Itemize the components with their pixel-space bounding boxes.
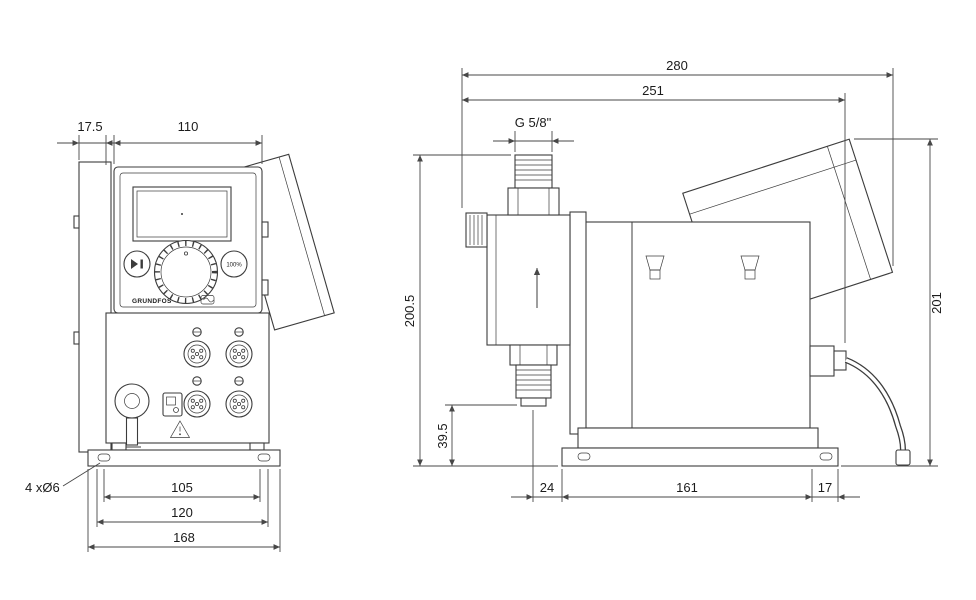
cable-plug bbox=[895, 449, 911, 466]
start-stop-button bbox=[123, 250, 151, 278]
mounting-hole bbox=[257, 453, 271, 462]
display bbox=[132, 186, 232, 242]
front-view: 100% GRUNDFOS bbox=[25, 119, 335, 552]
signal-connector bbox=[183, 340, 211, 368]
click-wheel bbox=[153, 239, 219, 305]
dosing-head bbox=[465, 211, 587, 435]
screw-icon bbox=[192, 327, 202, 337]
clamp-latch bbox=[740, 255, 760, 280]
dim-base-height-label: 39.5 bbox=[435, 423, 450, 448]
dim-base-rear-label: 17 bbox=[818, 480, 832, 495]
dim-base-inner-label: 105 bbox=[171, 480, 193, 495]
dim-panel-offset-label: 17.5 bbox=[77, 119, 102, 134]
side-dimensions: 280 251 G 5/8" 200.5 39.5 bbox=[402, 58, 944, 502]
control-panel: 100% GRUNDFOS bbox=[113, 166, 269, 314]
screw-icon bbox=[192, 376, 202, 386]
wall-bracket bbox=[73, 161, 112, 453]
pump-body-front bbox=[105, 312, 270, 448]
capacity-button-label: 100% bbox=[226, 263, 242, 269]
mounting-hole bbox=[97, 453, 111, 462]
screw-icon bbox=[234, 327, 244, 337]
signal-connector bbox=[183, 390, 211, 418]
side-view: 280 251 G 5/8" 200.5 39.5 bbox=[402, 58, 944, 502]
signal-connector bbox=[225, 390, 253, 418]
dim-top-width-label: 110 bbox=[178, 119, 199, 134]
dim-thread-label: G 5/8" bbox=[515, 115, 552, 130]
clamp-latch bbox=[645, 255, 665, 280]
drain-valve bbox=[114, 383, 150, 448]
id-module bbox=[162, 392, 183, 417]
front-dimensions: 17.5 110 105 120 168 4 xØ6 bbox=[25, 119, 281, 552]
brand-text: GRUNDFOS bbox=[132, 298, 172, 305]
dim-base-mid-label: 120 bbox=[171, 505, 193, 520]
mounting-hole bbox=[577, 452, 591, 461]
screw-icon bbox=[234, 376, 244, 386]
dim-holes-note-label: 4 xØ6 bbox=[25, 480, 60, 495]
dim-base-front-label: 24 bbox=[540, 480, 554, 495]
brand-logo: GRUNDFOS bbox=[132, 295, 215, 305]
suction-valve bbox=[509, 344, 558, 407]
dim-upper-length-label: 251 bbox=[642, 83, 664, 98]
dim-total-height-label: 200.5 bbox=[402, 295, 417, 328]
motor-housing bbox=[584, 221, 811, 429]
capacity-button: 100% bbox=[220, 250, 248, 278]
signal-connector bbox=[225, 340, 253, 368]
discharge-valve bbox=[507, 154, 560, 216]
dim-base-length-label: 161 bbox=[676, 480, 698, 495]
dim-base-total-label: 168 bbox=[173, 530, 195, 545]
dim-rear-height-label: 201 bbox=[929, 292, 944, 314]
warning-icon bbox=[169, 420, 191, 438]
mounting-plate-front bbox=[87, 442, 281, 467]
mounting-hole bbox=[819, 452, 833, 461]
power-cable bbox=[809, 345, 911, 466]
priming-knob bbox=[465, 212, 488, 248]
base-plate-side bbox=[561, 427, 839, 467]
dim-total-length-label: 280 bbox=[666, 58, 688, 73]
